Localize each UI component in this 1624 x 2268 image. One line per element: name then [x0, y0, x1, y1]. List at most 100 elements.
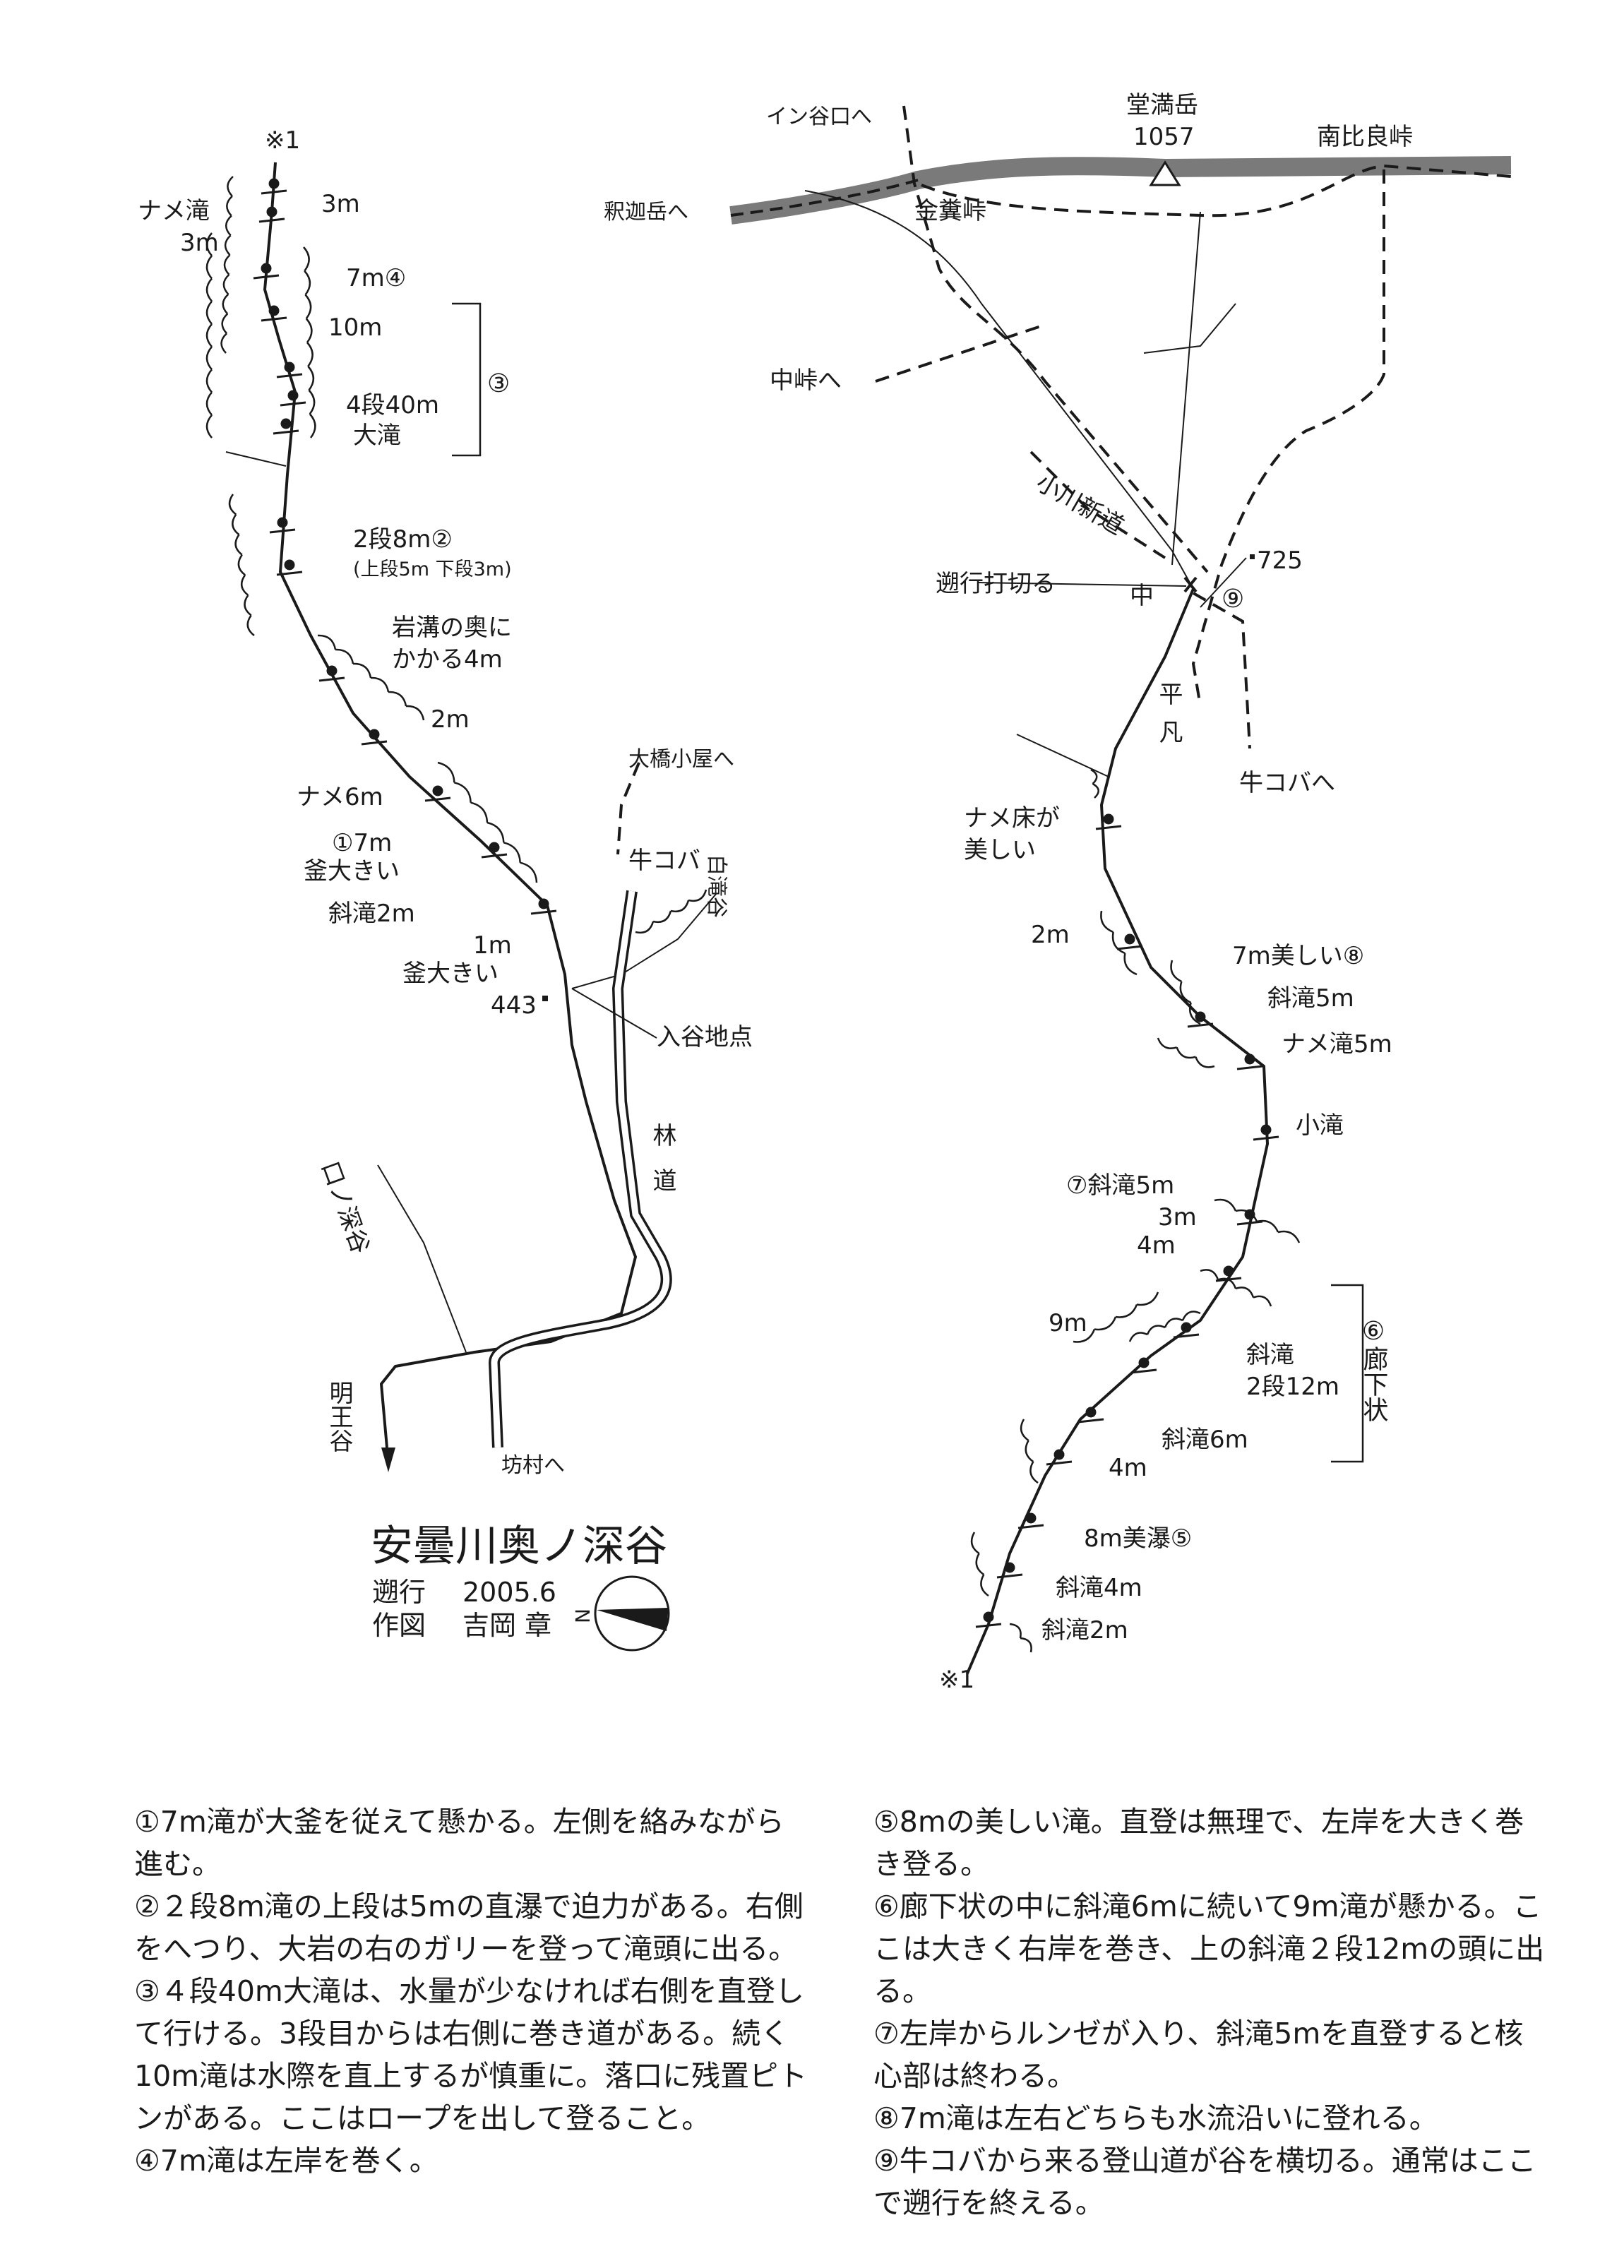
waterfall-tick — [996, 1573, 1023, 1579]
label-kotaki: 小滝 — [1296, 1111, 1344, 1140]
label-namedoko-1: ナメ床が — [964, 804, 1060, 832]
label-elev-725: 725 — [1257, 547, 1303, 575]
waterfall-dot — [326, 665, 338, 676]
note-4: ④7m滝は左岸を巻く。 — [134, 2144, 438, 2178]
cliff-symbol — [1020, 1419, 1039, 1484]
waterfall-dot — [1244, 1209, 1255, 1220]
north-arrow-icon: N — [571, 1575, 670, 1652]
flow-arrow-icon — [381, 1448, 395, 1472]
cliff-symbol — [1009, 1623, 1032, 1653]
label-kuchinofukatani: 口ノ深谷 — [316, 1157, 375, 1257]
waterfall-dot — [1025, 1512, 1037, 1524]
waterfall-tick — [253, 274, 280, 280]
waterfall-dot — [983, 1611, 994, 1623]
cliff-symbol — [1090, 768, 1099, 799]
north-label: N — [571, 1609, 594, 1623]
ascent-label: 遡行 — [372, 1577, 426, 1608]
label-p9: ⑨ — [1222, 585, 1244, 614]
label-kanakuso: 金糞峠 — [914, 197, 986, 225]
label-nametaki-5m: ナメ滝5m — [1282, 1030, 1392, 1058]
cliff-symbol — [205, 232, 213, 438]
waterfall-dot — [284, 362, 295, 373]
label-group-6: ⑥廊下状 — [1359, 1317, 1388, 1422]
waterfall-tick — [1215, 1277, 1242, 1282]
waterfall-dot — [1085, 1407, 1097, 1418]
cliff-symbol — [1100, 910, 1138, 976]
label-iritani: 入谷地点 — [657, 1023, 753, 1051]
label-shataki-6m: 斜滝6m — [1162, 1426, 1248, 1454]
waterfall-tick — [261, 316, 287, 322]
label-rindo: 林道 — [648, 1123, 676, 1213]
waterfall-dot — [1195, 1011, 1206, 1022]
waterfall-tick — [975, 1623, 1002, 1628]
forest-road-inner — [491, 890, 670, 1448]
waterfall-tick — [424, 796, 451, 802]
waterfall-dot — [369, 729, 380, 740]
label-9m: 9m — [1049, 1309, 1087, 1337]
waterfall-tick — [1130, 1368, 1157, 1374]
waterfall-dot — [1138, 1357, 1150, 1368]
note-9: ⑨牛コバから来る登山道が谷を横切る。通常はここで遡行を終える。 — [873, 2144, 1536, 2220]
leader-725 — [1200, 557, 1247, 608]
label-elev-443: 443 — [491, 991, 537, 1020]
trail-nakatoge — [875, 323, 1046, 383]
point-725 — [1250, 554, 1255, 559]
label-name-taki: ナメ滝 — [138, 197, 210, 225]
label-3m-a: 3m — [321, 190, 360, 218]
cliff-symbol — [1200, 1269, 1272, 1307]
label-shataki12-a: 斜滝 — [1246, 1341, 1294, 1369]
label-namedoko-2: 美しい — [964, 836, 1036, 864]
notes-right: ⑤8mの美しい滝。直登は無理で、左岸を大きく巻き登る。 ⑥廊下状の中に斜滝6mに… — [873, 1801, 1551, 2224]
label-domangatake: 堂満岳 — [1126, 91, 1198, 119]
waterfall-tick — [269, 528, 296, 534]
waterfall-dot — [1103, 813, 1114, 825]
drawn-label: 作図 — [372, 1610, 426, 1641]
waterfall-dot — [268, 305, 280, 316]
label-1m: 1m — [473, 931, 512, 960]
note-6: ⑥廊下状の中に斜滝6mに続いて9m滝が懸かる。ここは大きく右岸を巻き、上の斜滝２… — [873, 1890, 1545, 2008]
waterfall-dot — [538, 898, 549, 909]
waterfall-tick — [1077, 1418, 1104, 1424]
waterfall-tick — [318, 676, 345, 682]
waterfall-dot — [277, 517, 288, 528]
label-heibon: 平凡 — [1154, 681, 1183, 758]
label-name-6m: ナメ6m — [297, 783, 383, 811]
trail-intaniguchi — [902, 105, 1209, 573]
label-shakagatake: 釈迦岳へ — [604, 200, 688, 225]
waterfall-tick — [280, 401, 306, 407]
label-shiratakidani: 白滝谷 — [704, 854, 729, 918]
label-8m-detail: (上段5m 下段3m) — [353, 559, 512, 580]
label-bomura: 坊村へ — [501, 1453, 565, 1478]
leader-uchikiri — [977, 582, 1187, 587]
label-shataki-5m-a: 斜滝5m — [1267, 984, 1354, 1013]
label-10m: 10m — [328, 314, 382, 342]
forest-road — [488, 890, 672, 1448]
cliff-symbol — [1170, 960, 1201, 1025]
waterfall-dot — [287, 390, 299, 401]
bracket-6 — [1331, 1284, 1364, 1463]
cliff-symbol — [220, 176, 234, 354]
cliff-symbol — [437, 761, 538, 883]
label-nakatoge: 中峠へ — [770, 366, 842, 395]
label-40m: 4段40m — [346, 391, 439, 419]
label-ushikoba-he: 牛コバへ — [1239, 769, 1335, 797]
point-443 — [542, 996, 548, 1001]
cliff-symbol — [1128, 1311, 1201, 1342]
waterfall-tick — [273, 429, 299, 435]
stream-east — [1143, 211, 1236, 566]
waterfall-dot — [268, 178, 280, 189]
waterfall-tick — [481, 853, 508, 859]
label-shataki-2m: 斜滝2m — [328, 900, 415, 928]
ridge-trail — [730, 179, 919, 217]
waterfall-dot — [266, 206, 277, 217]
label-ogawa: 小川新道 — [1032, 468, 1129, 541]
waterfall-dot — [432, 785, 443, 796]
note-8: ⑧7m滝は左右どちらも水流沿いに登れる。 — [873, 2101, 1438, 2135]
label-7m-8: 7m美しい⑧ — [1232, 942, 1364, 970]
label-naka: 中 — [1130, 582, 1154, 610]
stream-tributary-left — [225, 451, 287, 467]
waterfall-dot — [1244, 1054, 1255, 1065]
waterfall-dot — [280, 418, 292, 429]
start-mark: ※1 — [265, 126, 300, 155]
label-8m-5: 8m美瀑⑤ — [1084, 1524, 1192, 1553]
